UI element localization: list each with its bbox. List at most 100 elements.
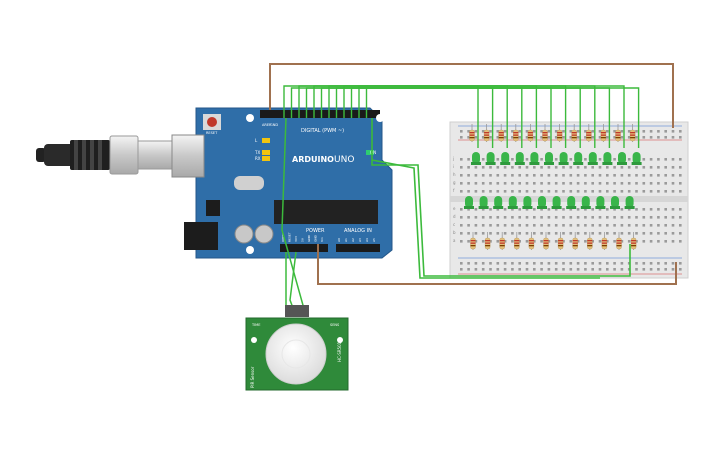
green-led[interactable] [551, 196, 562, 209]
green-led[interactable] [566, 196, 577, 209]
resistor[interactable] [470, 232, 476, 250]
green-led[interactable] [478, 196, 489, 209]
breadboard-hole [460, 240, 463, 243]
led-signal-wire[interactable] [365, 87, 640, 148]
breadboard-hole [467, 240, 470, 243]
pir-sensor[interactable]: PIR Sensor HC-SR501 TIME SENS [245, 305, 349, 391]
row-letter: j [452, 156, 454, 161]
resistor[interactable] [615, 124, 621, 142]
breadboard-hole [671, 174, 675, 177]
green-led[interactable] [522, 196, 533, 209]
green-led[interactable] [493, 196, 504, 209]
resistor[interactable] [499, 232, 505, 250]
breadboard-hole [533, 190, 536, 193]
breadboard-hole [576, 136, 580, 139]
resistor[interactable] [514, 232, 520, 250]
green-led[interactable] [602, 152, 613, 165]
breadboard-hole [664, 182, 667, 185]
breadboard-hole [664, 130, 667, 133]
green-led[interactable] [617, 152, 627, 165]
breadboard-hole [518, 130, 521, 133]
resistor[interactable] [629, 124, 636, 142]
led-bottom-common-wire[interactable] [371, 159, 600, 279]
breadboard-hole [540, 208, 543, 211]
breadboard-hole [613, 130, 616, 133]
resistor[interactable] [527, 124, 534, 142]
breadboard-hole [554, 224, 558, 227]
green-led[interactable] [610, 196, 620, 209]
resistor[interactable] [601, 232, 608, 250]
breadboard-hole [620, 174, 624, 177]
breadboard-hole [569, 166, 573, 169]
breadboard-hole [642, 216, 646, 219]
green-led[interactable] [631, 152, 642, 165]
reset-button[interactable] [207, 117, 217, 127]
led-bottom-common-wire[interactable] [371, 118, 631, 277]
breadboard-hole [671, 262, 675, 265]
breadboard-hole [569, 158, 573, 161]
resistor[interactable] [513, 124, 519, 142]
breadboard-hole [511, 232, 514, 235]
green-led[interactable] [471, 152, 481, 165]
digital-header[interactable] [260, 110, 380, 118]
breadboard-hole [606, 262, 609, 265]
breadboard-hole [679, 130, 682, 133]
breadboard-hole [679, 174, 682, 177]
resistor[interactable] [528, 232, 535, 250]
power-header[interactable] [280, 244, 328, 252]
analog-header[interactable] [336, 244, 380, 252]
resistor[interactable] [556, 124, 563, 142]
breadboard-hole [554, 262, 558, 265]
breadboard-hole [642, 208, 646, 211]
green-led[interactable] [514, 152, 525, 165]
resistor[interactable] [587, 232, 593, 250]
arduino-uno-board[interactable]: DIGITAL (PWM ~) ARDUINO UNO POWER ANALOG… [171, 107, 393, 259]
resistor[interactable] [542, 124, 548, 142]
resistor[interactable] [469, 124, 475, 142]
resistor[interactable] [543, 232, 549, 250]
resistor[interactable] [557, 232, 564, 250]
resistor[interactable] [483, 124, 490, 142]
green-led[interactable] [587, 152, 598, 165]
resistors-top [469, 124, 636, 142]
breadboard-hole [679, 224, 682, 227]
resistor[interactable] [484, 232, 491, 250]
resistor[interactable] [498, 124, 504, 142]
green-led[interactable] [529, 152, 540, 165]
green-led[interactable] [595, 196, 606, 209]
breadboard-hole [533, 166, 536, 169]
gnd-wire-top[interactable] [269, 63, 674, 128]
green-led[interactable] [500, 152, 511, 165]
breadboard-hole [562, 208, 565, 211]
gnd-wire-bottom[interactable] [317, 244, 677, 285]
breadboard-hole [547, 130, 551, 133]
breadboard-hole [598, 240, 602, 243]
green-led[interactable] [580, 196, 591, 209]
green-led[interactable] [537, 196, 547, 209]
breadboard-hole [679, 158, 682, 161]
led-signal-wire[interactable] [358, 85, 625, 148]
green-led[interactable] [464, 196, 474, 209]
green-led[interactable] [485, 152, 496, 165]
breadboard-hole [460, 216, 463, 219]
breadboard-hole [474, 262, 478, 265]
breadboard-hole [547, 182, 551, 185]
green-led[interactable] [624, 196, 635, 209]
resistor[interactable] [586, 124, 592, 142]
breadboard-hole [606, 240, 609, 243]
green-led[interactable] [544, 152, 554, 165]
pir-gnd-wire[interactable] [281, 117, 307, 317]
breadboard-hole [679, 136, 682, 139]
green-led[interactable] [507, 196, 518, 209]
breadboard-hole [613, 136, 616, 139]
resistor[interactable] [571, 124, 577, 142]
breadboard-hole [474, 208, 478, 211]
resistor[interactable] [630, 232, 637, 250]
breadboard-hole [540, 232, 543, 235]
usb-cable[interactable] [36, 135, 173, 175]
green-led[interactable] [573, 152, 584, 165]
resistor[interactable] [572, 232, 578, 250]
resistor[interactable] [616, 232, 622, 250]
green-led[interactable] [558, 152, 569, 165]
resistor[interactable] [600, 124, 607, 142]
